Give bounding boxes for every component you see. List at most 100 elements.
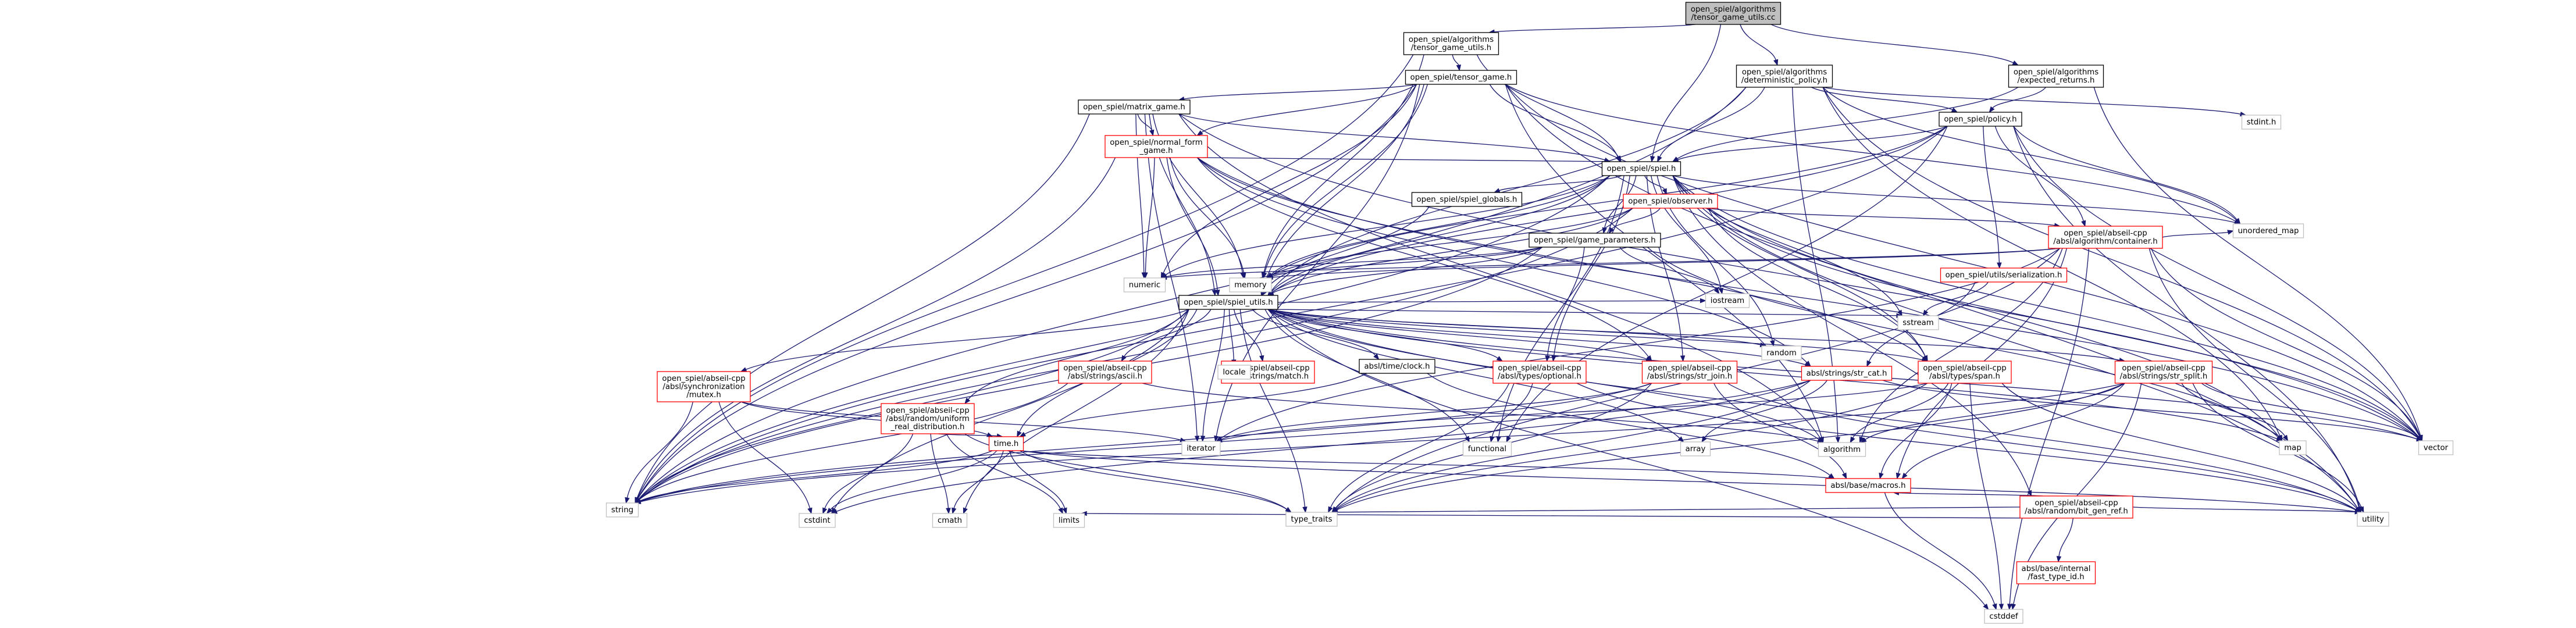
node-game-params[interactable]: open_spiel/game_parameters.h	[1529, 233, 1661, 248]
edge-tgu-h-to-tensor-game	[1452, 54, 1462, 72]
node-s-functional[interactable]: functional	[1462, 441, 1512, 456]
edge-line	[1619, 247, 1717, 290]
node-label: /absl/types/optional.h	[1498, 372, 1581, 381]
node-box	[1705, 293, 1750, 308]
node-container[interactable]: open_spiel/abseil-cpp/absl/algorithm/con…	[2048, 226, 2163, 249]
node-bit-gen-ref[interactable]: open_spiel/abseil-cpp/absl/random/bit_ge…	[2019, 495, 2133, 519]
node-label: _game.h	[1139, 147, 1173, 155]
edge-line	[640, 383, 1652, 502]
node-box	[1918, 361, 2012, 384]
edge-arrowhead	[740, 367, 747, 372]
node-exp-returns[interactable]: open_spiel/algorithms/expected_returns.h	[2008, 65, 2104, 88]
edge-tgu-cc-to-det-policy	[1740, 24, 1779, 66]
edge-spiel-utils-to-optional	[1267, 309, 1503, 362]
edge-line	[1704, 380, 1827, 438]
edge-line	[1271, 126, 1948, 276]
node-macros[interactable]: absl/base/macros.h	[1825, 478, 1911, 493]
edge-line	[1239, 309, 1306, 508]
node-label: /fast_type_id.h	[2028, 573, 2084, 581]
node-s-locale[interactable]: locale	[1217, 365, 1251, 380]
edge-line	[1272, 247, 1542, 277]
edge-str-split-to-s-algorithm	[1860, 383, 2125, 443]
node-label: random	[1766, 349, 1797, 358]
node-s-memory[interactable]: memory	[1229, 277, 1272, 292]
edge-line	[1267, 309, 1498, 359]
edge-line	[1672, 175, 2279, 437]
edge-spiel-utils-to-clock	[1252, 309, 1380, 361]
edge-line	[1865, 383, 2125, 440]
node-spiel[interactable]: open_spiel/spiel.h	[1601, 161, 1681, 176]
node-s-iterator[interactable]: iterator	[1181, 441, 1221, 456]
edge-line	[1220, 248, 2060, 439]
node-policy[interactable]: open_spiel/policy.h	[1939, 112, 2022, 127]
edge-line	[1994, 126, 2084, 222]
edge-line	[1024, 373, 1367, 435]
edge-line	[1925, 281, 1989, 312]
node-uniform-real[interactable]: open_spiel/abseil-cpp/absl/random/unifor…	[881, 403, 975, 434]
node-s-algorithm[interactable]: algorithm	[1818, 442, 1866, 457]
node-tgu-h[interactable]: open_spiel/algorithms/tensor_game_utils.…	[1403, 32, 1499, 55]
edge-line	[1898, 492, 2043, 497]
node-s-iostream[interactable]: iostream	[1705, 293, 1750, 308]
node-s-string[interactable]: string	[605, 502, 639, 518]
edge-line	[824, 433, 914, 509]
edge-line	[946, 433, 1061, 509]
edge-arrowhead	[1677, 436, 1684, 443]
node-s-utility[interactable]: utility	[2357, 512, 2389, 527]
node-fast-type-id[interactable]: absl/base/internal/fast_type_id.h	[2016, 561, 2096, 584]
node-box	[1939, 112, 2022, 127]
edge-arrowhead	[625, 497, 630, 504]
node-str-join[interactable]: open_spiel/abseil-cpp/absl/strings/str_j…	[1641, 361, 1738, 384]
edge-arrowhead	[2012, 60, 2019, 66]
node-s-cstddef[interactable]: cstddef	[1984, 609, 2023, 624]
node-normal-form[interactable]: open_spiel/normal_form_game.h	[1104, 135, 1208, 158]
node-s-array[interactable]: array	[1680, 441, 1711, 456]
edge-arrowhead	[2081, 220, 2086, 227]
edge-line	[1267, 309, 2356, 511]
edge-arrowhead	[1859, 436, 1864, 444]
edge-line	[1652, 24, 1722, 157]
node-str-cat[interactable]: absl/strings/str_cat.h	[1801, 366, 1893, 381]
node-span[interactable]: open_spiel/abseil-cpp/absl/types/span.h	[1918, 361, 2012, 384]
edge-arrowhead	[807, 507, 813, 515]
node-ascii[interactable]: open_spiel/abseil-cpp/absl/strings/ascii…	[1058, 361, 1152, 384]
node-label: open_spiel/algorithms	[1409, 35, 1494, 44]
node-s-stdint[interactable]: stdint.h	[2241, 115, 2282, 130]
node-label: array	[1686, 445, 1706, 454]
node-det-policy[interactable]: open_spiel/algorithms/deterministic_poli…	[1736, 65, 1833, 88]
edge-line	[1264, 84, 1428, 273]
edge-optional-to-s-type-traits	[1328, 383, 1510, 513]
node-serialization[interactable]: open_spiel/utils/serialization.h	[1940, 267, 2068, 283]
node-spiel-globals[interactable]: open_spiel/spiel_globals.h	[1411, 192, 1523, 207]
node-str-split[interactable]: open_spiel/abseil-cpp/absl/strings/str_s…	[2114, 361, 2213, 384]
edge-str-join-to-macros	[1713, 383, 1847, 480]
edge-arrowhead	[1841, 472, 1847, 480]
node-s-cstdint[interactable]: cstdint	[799, 513, 836, 528]
node-s-random[interactable]: random	[1761, 345, 1802, 361]
node-s-sstream[interactable]: sstream	[1897, 315, 1939, 330]
node-s-unordered-map[interactable]: unordered_map	[2232, 223, 2304, 238]
edge-line	[1880, 383, 1953, 474]
edge-line	[1184, 84, 1417, 99]
edge-str-split-to-s-map	[2181, 383, 2289, 442]
node-optional[interactable]: open_spiel/abseil-cpp/absl/types/optiona…	[1492, 361, 1587, 384]
graph-edges	[625, 24, 2424, 611]
node-s-cmath[interactable]: cmath	[932, 513, 968, 528]
edge-mutex-to-s-string	[625, 401, 693, 504]
node-clock[interactable]: absl/time/clock.h	[1359, 359, 1435, 374]
node-s-numeric[interactable]: numeric	[1123, 277, 1166, 292]
edge-line	[1221, 383, 1652, 440]
edge-line	[2201, 383, 2419, 438]
node-observer[interactable]: open_spiel/observer.h	[1623, 194, 1718, 209]
node-matrix-game[interactable]: open_spiel/matrix_game.h	[1078, 99, 1191, 115]
node-s-map[interactable]: map	[2279, 440, 2307, 455]
node-s-vector[interactable]: vector	[2418, 440, 2454, 455]
node-time-h[interactable]: time.h	[988, 436, 1024, 451]
node-s-limits[interactable]: limits	[1053, 513, 1085, 528]
edge-arrowhead	[1701, 436, 1707, 443]
node-spiel-utils[interactable]: open_spiel/spiel_utils.h	[1178, 295, 1278, 310]
node-s-type-traits[interactable]: type_traits	[1285, 512, 1338, 527]
node-tensor-game[interactable]: open_spiel/tensor_game.h	[1405, 70, 1517, 85]
node-mutex[interactable]: open_spiel/abseil-cpp/absl/synchronizati…	[657, 371, 751, 402]
node-box	[1492, 361, 1587, 384]
